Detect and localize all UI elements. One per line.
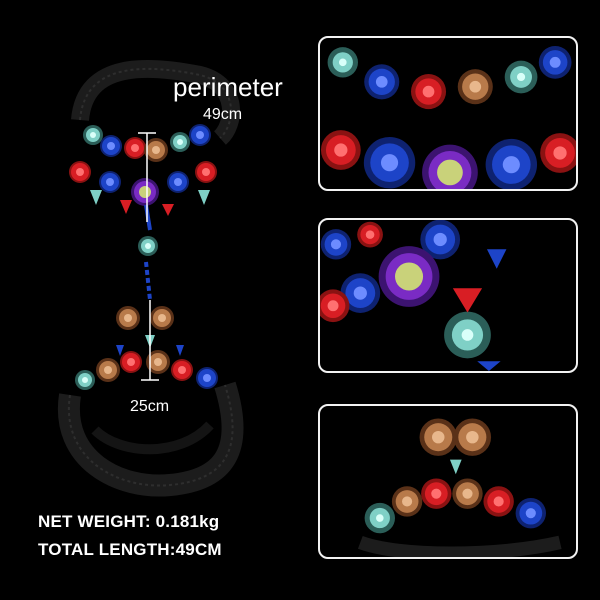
detail-photo-2	[320, 220, 507, 371]
detail-photo-1	[320, 45, 576, 189]
length-value: 25cm	[130, 398, 170, 415]
perimeter-label: perimeter	[173, 72, 283, 102]
length-measure-line	[141, 300, 159, 381]
perimeter-measure-line	[138, 132, 156, 222]
perimeter-value: 49cm	[203, 106, 243, 123]
detail-panel-center	[318, 218, 578, 373]
detail-panel-cuff	[318, 404, 578, 559]
necklace-cluster	[69, 124, 217, 216]
detail-panel-necklace	[318, 36, 578, 191]
total-length-text: TOTAL LENGTH:49CM	[38, 540, 222, 559]
detail-photo-3	[357, 418, 562, 557]
center-chain	[138, 204, 158, 301]
net-weight-text: NET WEIGHT: 0.181kg	[38, 512, 220, 531]
hand-cluster	[75, 306, 218, 390]
